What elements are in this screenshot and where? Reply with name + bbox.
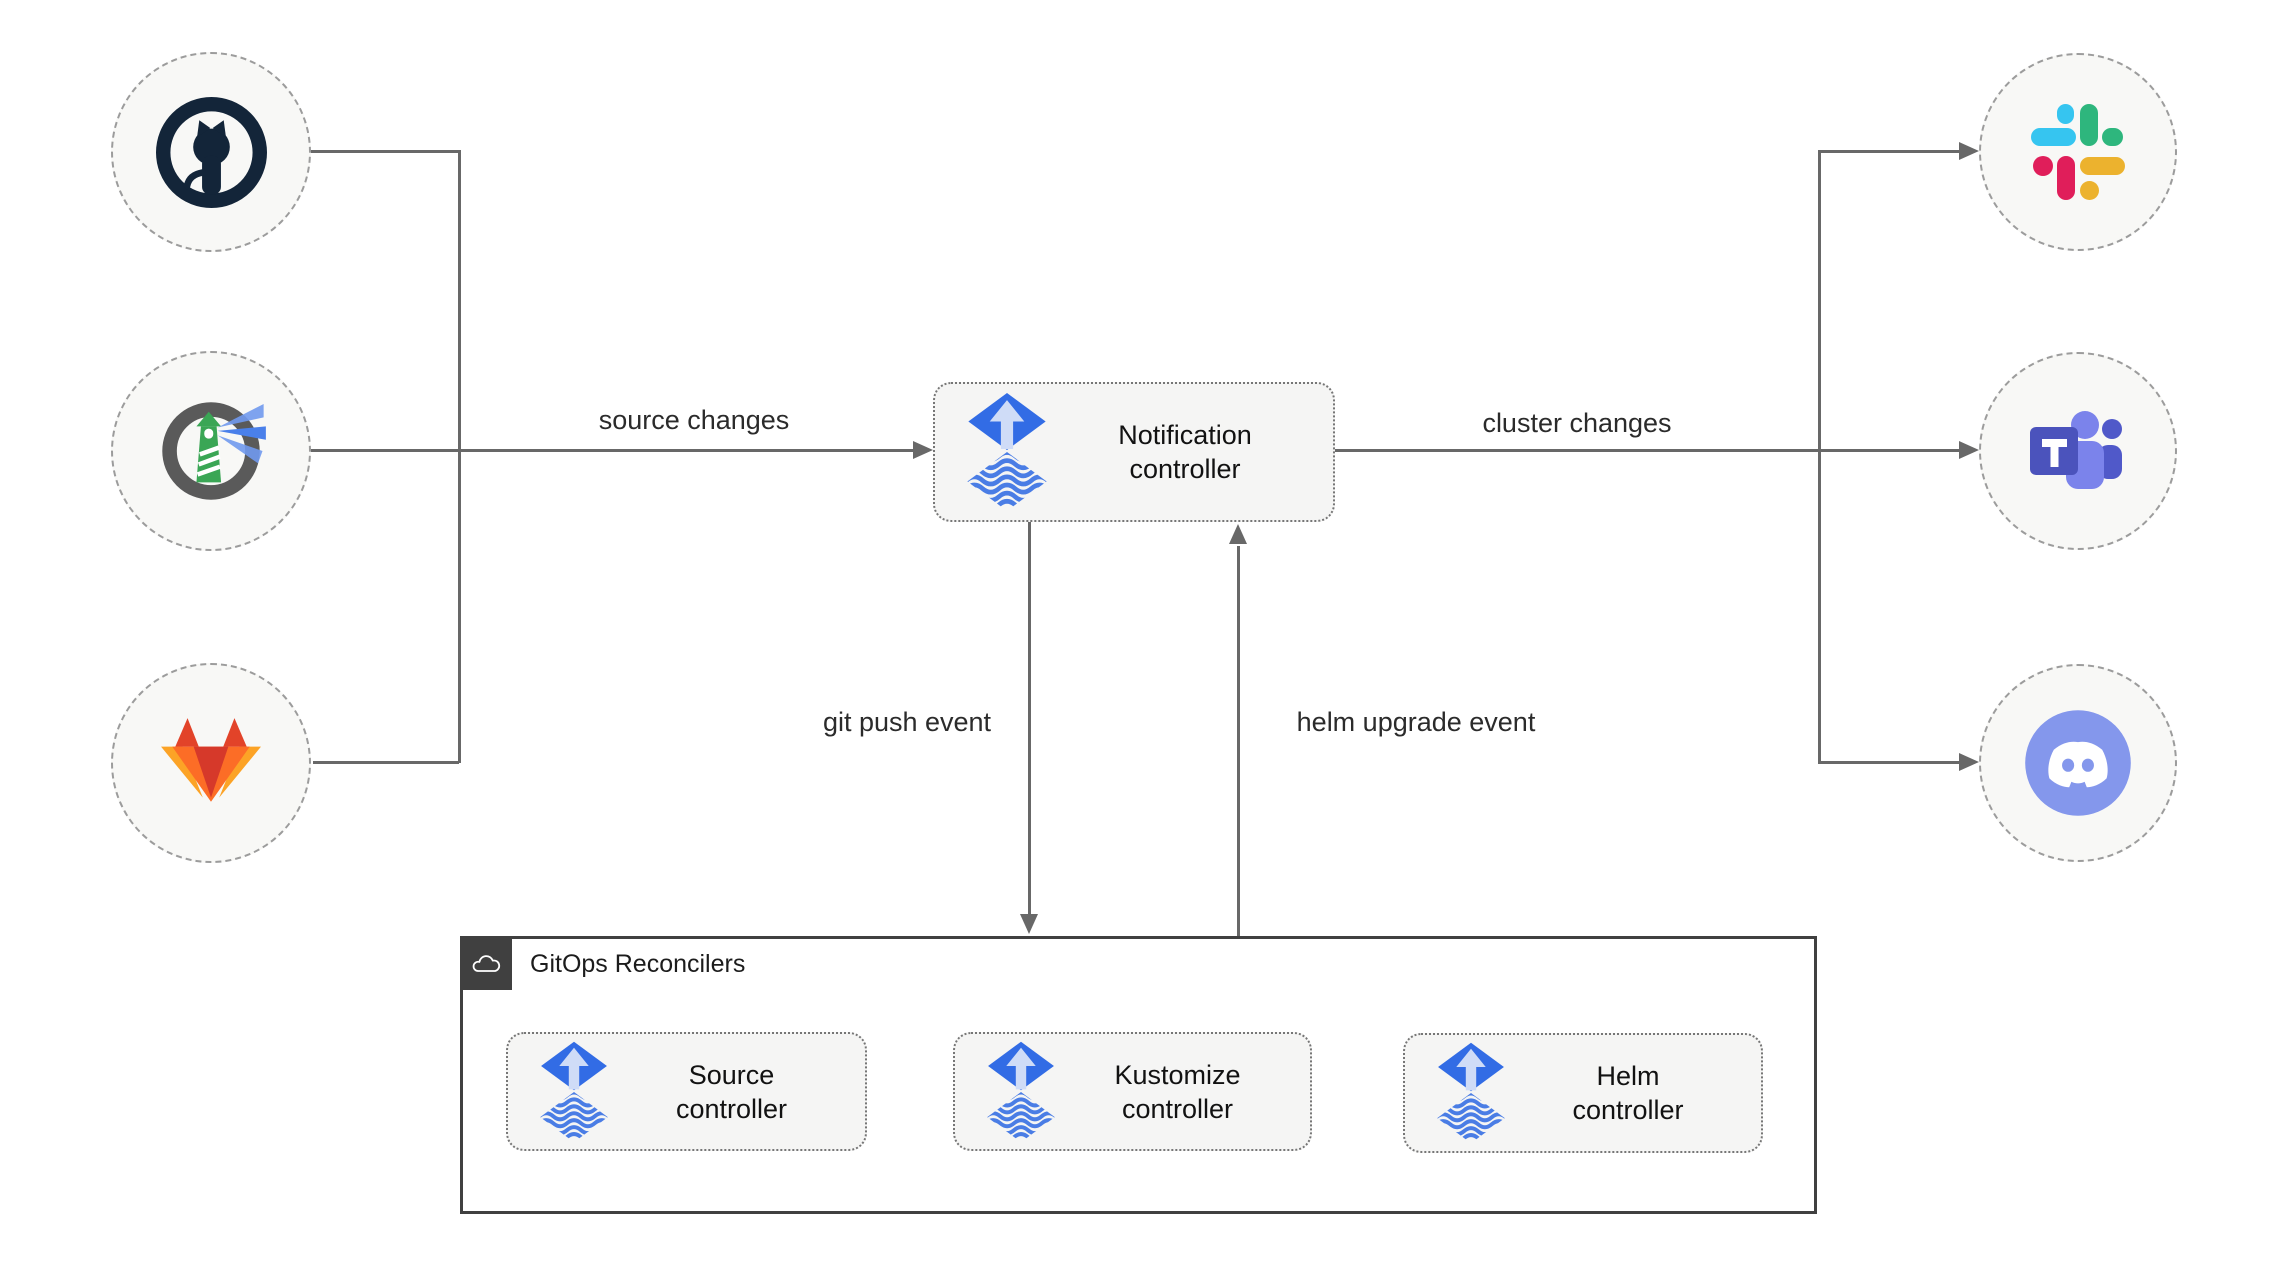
github-icon — [156, 97, 267, 208]
arrowhead-into-slack — [1959, 142, 1979, 160]
gitops-reconcilers-tab — [460, 936, 512, 990]
edge-git-push-line — [1028, 522, 1031, 916]
arrowhead-into-teams — [1959, 441, 1979, 459]
flux-icon — [538, 1040, 610, 1144]
harbor-icon — [155, 395, 267, 507]
kustomize-controller-box: Kustomize controller — [953, 1032, 1312, 1151]
edge-left-branch-vertical — [458, 150, 461, 763]
edge-cluster-changes-line — [1335, 449, 1819, 452]
edge-right-branch-vertical — [1818, 150, 1821, 764]
node-gitlab — [111, 663, 311, 863]
arrowhead-into-notification-bottom — [1229, 524, 1247, 544]
node-github — [111, 52, 311, 252]
edge-github-line — [311, 150, 459, 153]
source-controller-label: Source controller — [675, 1059, 788, 1124]
helm-controller-box: Helm controller — [1403, 1033, 1763, 1153]
edge-label-cluster-changes: cluster changes — [1482, 408, 1672, 438]
microsoft-teams-icon — [2028, 401, 2128, 501]
flux-icon — [965, 391, 1049, 513]
edge-label-helm-upgrade-event: helm upgrade event — [1296, 707, 1536, 737]
flux-icon — [985, 1040, 1057, 1144]
edge-label-source-changes: source changes — [598, 405, 790, 435]
notification-controller-box: Notification controller — [933, 382, 1335, 522]
node-slack — [1979, 53, 2177, 251]
arrowhead-into-gitops-box — [1020, 914, 1038, 934]
cloud-icon — [470, 952, 502, 974]
edge-to-discord-line — [1818, 761, 1959, 764]
source-controller-box: Source controller — [506, 1032, 867, 1151]
node-discord — [1979, 664, 2177, 862]
flux-icon — [1435, 1041, 1507, 1145]
edge-helm-upgrade-line — [1237, 546, 1240, 936]
edge-to-teams-line — [1819, 449, 1959, 452]
arrowhead-into-notification — [913, 441, 933, 459]
edge-to-slack-line — [1818, 150, 1959, 153]
gitlab-icon — [160, 716, 262, 810]
edge-source-changes-line — [311, 449, 913, 452]
notification-controller-label: Notification controller — [1118, 420, 1252, 484]
node-teams — [1979, 352, 2177, 550]
edge-gitlab-line — [313, 761, 459, 764]
edge-label-git-push-event: git push event — [822, 707, 992, 737]
arrowhead-into-discord — [1959, 753, 1979, 771]
discord-icon — [2023, 708, 2133, 818]
gitops-reconcilers-title: GitOps Reconcilers — [530, 950, 746, 978]
slack-icon — [2031, 104, 2125, 200]
kustomize-controller-label: Kustomize controller — [1114, 1059, 1241, 1124]
node-harbor — [111, 351, 311, 551]
helm-controller-label: Helm controller — [1572, 1061, 1684, 1125]
